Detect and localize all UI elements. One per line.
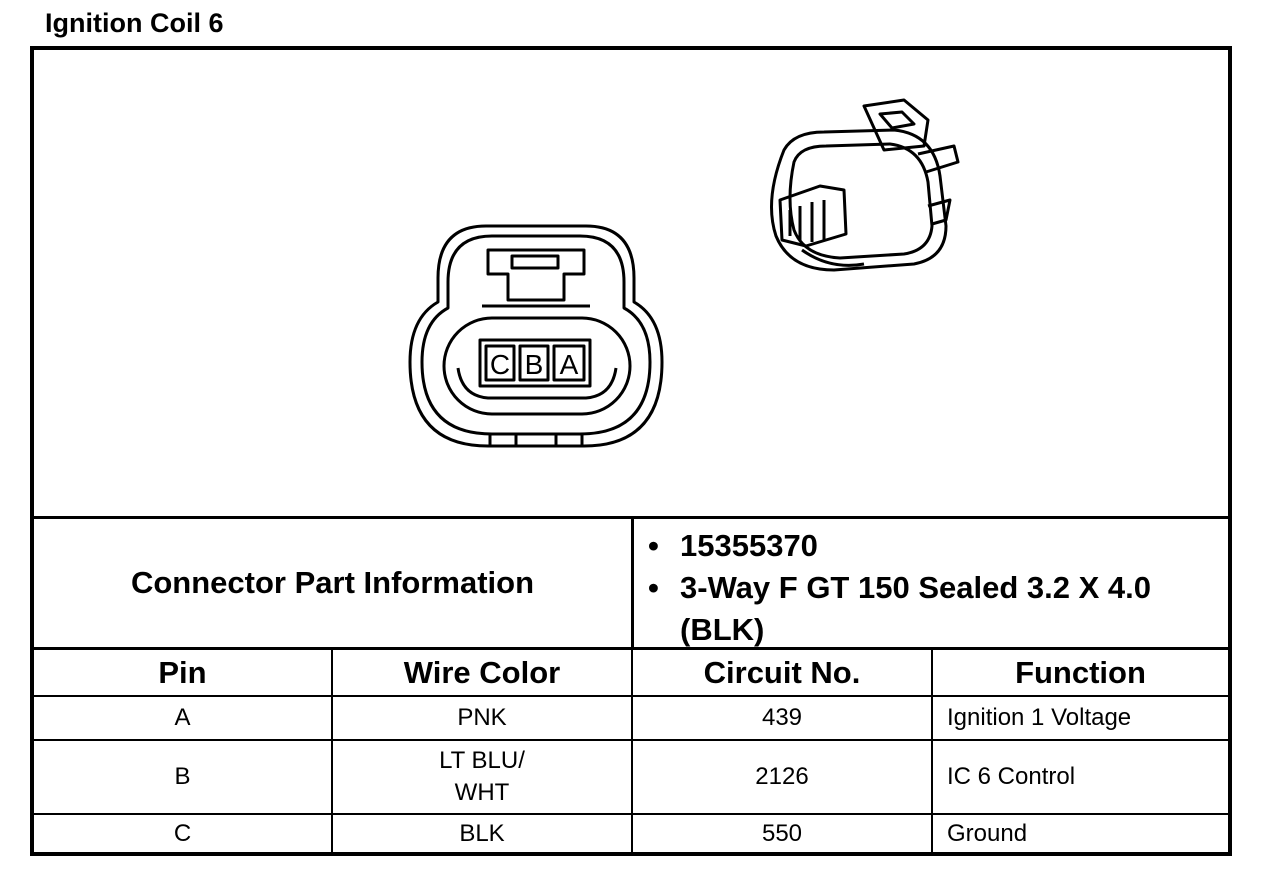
pin-cell: C <box>34 813 333 852</box>
connector-face-terminal-oval <box>442 316 632 416</box>
connector-face-terminal-block <box>478 338 592 388</box>
iso-side-rail <box>917 144 960 226</box>
connector-isometric-view <box>770 98 960 272</box>
function-cell: Ground <box>931 813 1228 852</box>
pin-cell: B <box>34 739 333 815</box>
part-number-item: • 15355370 <box>648 525 1228 567</box>
bullet: • <box>648 570 659 605</box>
pin-cell: A <box>34 695 333 741</box>
cavity-label-a: A <box>560 349 579 380</box>
connector-illustrations: C B A <box>408 98 960 448</box>
connector-description: 3-Way F GT 150 Sealed 3.2 X 4.0 (BLK) <box>680 570 1151 647</box>
header-circuit-no: Circuit No. <box>631 650 933 697</box>
header-wire-color: Wire Color <box>331 650 633 697</box>
bullet: • <box>648 528 659 563</box>
pin-table: Pin Wire Color Circuit No. Function A PN… <box>34 650 1228 852</box>
connector-face-lock-tab <box>486 248 586 302</box>
function-cell: Ignition 1 Voltage <box>931 695 1228 741</box>
connector-part-info-label: Connector Part Information <box>130 565 534 600</box>
connector-face-outer-shell <box>408 224 664 448</box>
iso-top-latch <box>862 98 930 152</box>
connector-face-view <box>408 224 664 448</box>
connector-face-lock-window <box>510 254 560 270</box>
connector-description-item: • 3-Way F GT 150 Sealed 3.2 X 4.0 (BLK) <box>648 567 1228 651</box>
wire-color-line: WHT <box>454 779 510 806</box>
table-row: B LT BLU/ WHT 2126 IC 6 Control <box>34 739 1228 815</box>
iso-latch-window <box>878 110 916 130</box>
circuit-cell: 439 <box>631 695 933 741</box>
header-function: Function <box>931 650 1228 697</box>
connector-face-bottom-feet <box>488 434 584 446</box>
wire-color-line: BLK <box>459 819 505 847</box>
connector-face-inner-rim <box>420 234 652 436</box>
wire-color-line: LT BLU/ <box>439 747 525 774</box>
connector-drawing-area: C B A <box>34 50 1228 519</box>
connector-face-seal-ledge <box>456 367 618 400</box>
table-row: C BLK 550 Ground <box>34 813 1228 852</box>
pin-table-header-row: Pin Wire Color Circuit No. Function <box>34 650 1228 697</box>
iso-terminal-divisions <box>788 200 826 242</box>
connector-sheet: C B A Connector Part Information <box>30 46 1232 856</box>
table-row: A PNK 439 Ignition 1 Voltage <box>34 695 1228 741</box>
connector-part-info-label-cell: Connector Part Information <box>34 519 634 647</box>
cavity-labels: C B A <box>490 349 579 380</box>
connector-part-info-list: • 15355370 • 3-Way F GT 150 Sealed 3.2 X… <box>634 519 1228 651</box>
cavity-label-c: C <box>490 349 510 380</box>
cavity-label-b: B <box>525 349 544 380</box>
wire-color-cell: BLK <box>331 813 633 852</box>
page-title: Ignition Coil 6 <box>45 8 224 38</box>
iso-body-inner <box>788 142 934 260</box>
wire-color-cell: LT BLU/ WHT <box>331 739 633 815</box>
cavity-b-box <box>518 344 550 382</box>
iso-main-body <box>770 128 948 272</box>
connector-part-info-values-cell: • 15355370 • 3-Way F GT 150 Sealed 3.2 X… <box>634 519 1228 647</box>
function-cell: IC 6 Control <box>931 739 1228 815</box>
iso-front-lip <box>801 248 865 267</box>
circuit-cell: 2126 <box>631 739 933 815</box>
wire-color-cell: PNK <box>331 695 633 741</box>
wire-color-line: PNK <box>457 704 507 731</box>
cavity-c-box <box>484 344 516 382</box>
header-pin: Pin <box>34 650 333 697</box>
connector-part-info-row: Connector Part Information • 15355370 • … <box>34 519 1228 650</box>
part-number: 15355370 <box>680 528 818 563</box>
circuit-cell: 550 <box>631 813 933 852</box>
cavity-a-box <box>552 344 586 382</box>
iso-terminal-block <box>778 184 848 248</box>
